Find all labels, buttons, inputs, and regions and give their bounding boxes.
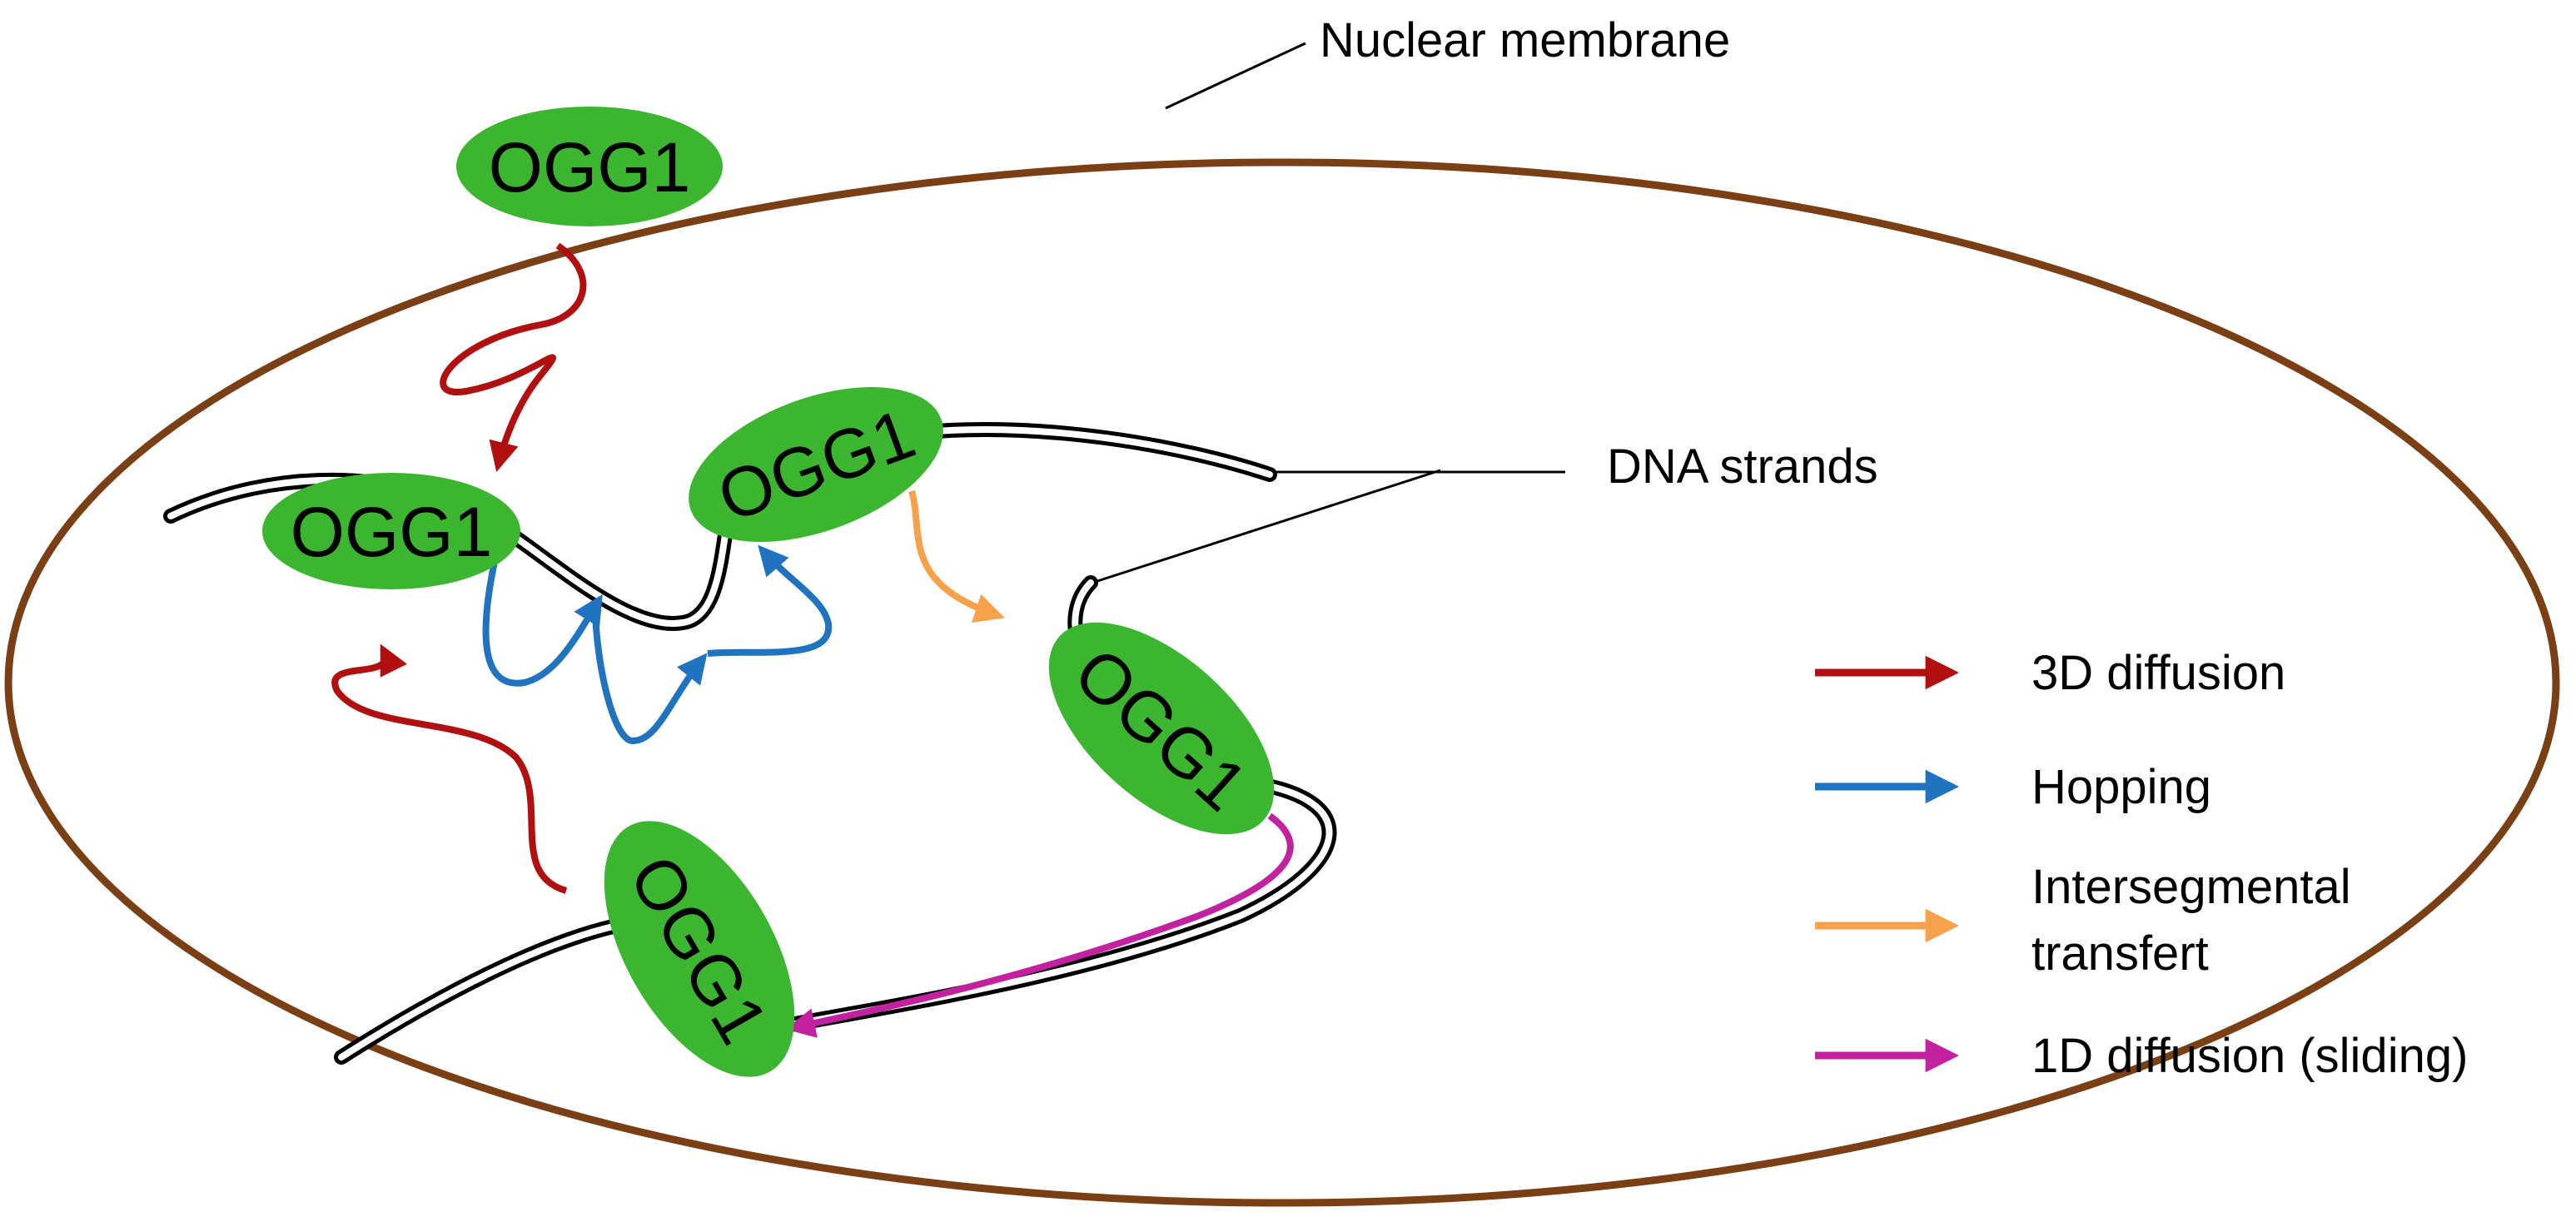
legend-item-hopping: Hopping — [1815, 760, 2211, 814]
protein-ogg1-free: OGG1 — [456, 107, 723, 226]
legend-item-sliding: 1D diffusion (sliding) — [1815, 1029, 2468, 1083]
svg-text:OGG1: OGG1 — [291, 493, 493, 571]
protein-ogg1-bound-left: OGG1 — [262, 473, 520, 589]
arrow-hopping-2 — [592, 615, 708, 745]
arrow-sliding — [784, 812, 1294, 1038]
protein-ogg1-bound-right: OGG1 — [1048, 622, 1275, 835]
arrow-hopping-3 — [707, 544, 833, 657]
nuclear-membrane — [4, 158, 2560, 1207]
legend-label-intersegmental-line2: transfert — [2031, 926, 2209, 981]
dna-strand-upper — [163, 422, 1277, 631]
label-dna-strands: DNA strands — [1607, 440, 1878, 494]
arrow-hopping-1 — [482, 557, 603, 687]
label-nuclear-membrane: Nuclear membrane — [1320, 13, 1730, 67]
legend-label-3d-diffusion: 3D diffusion — [2031, 646, 2285, 700]
legend-item-intersegmental: Intersegmental transfert — [1815, 860, 2351, 981]
arrow-intersegmental — [908, 489, 1005, 623]
arrow-3d-diffusion-bottom — [331, 643, 568, 894]
dna-leader-bottom — [1092, 469, 1441, 584]
legend-item-3d-diffusion: 3D diffusion — [1815, 646, 2285, 700]
legend-label-hopping: Hopping — [2031, 760, 2211, 814]
arrow-3d-diffusion-top — [440, 242, 587, 472]
legend: 3D diffusion Hopping Intersegmental tran… — [1815, 646, 2468, 1083]
svg-text:OGG1: OGG1 — [489, 128, 691, 206]
legend-label-intersegmental-line1: Intersegmental — [2031, 860, 2351, 914]
protein-ogg1-bound-bottom: OGG1 — [604, 821, 795, 1077]
legend-label-sliding: 1D diffusion (sliding) — [2031, 1029, 2468, 1083]
nuclear-membrane-leader — [1165, 42, 1306, 110]
